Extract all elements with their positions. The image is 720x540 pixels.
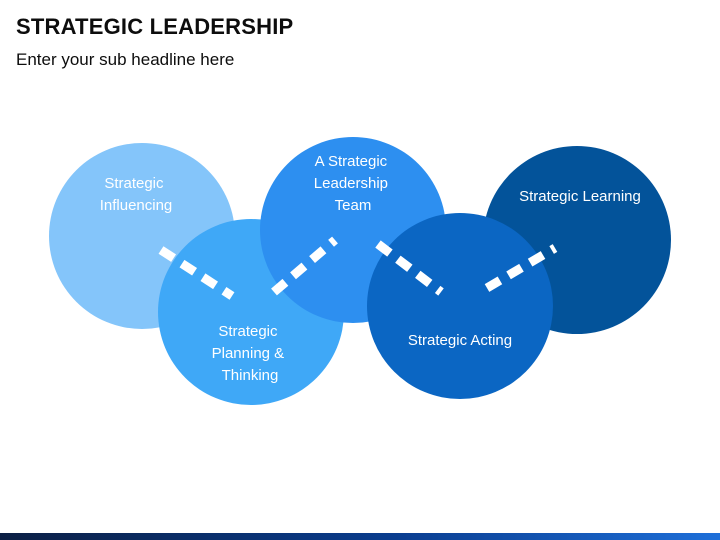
- dash-connector: [158, 246, 235, 300]
- circle-strategic-acting: [367, 213, 553, 399]
- dashed-connectors: [158, 236, 558, 300]
- label-line: Influencing: [100, 197, 173, 214]
- label-leadership-team: A Strategic Leadership Team: [314, 153, 392, 214]
- label-strategic-learning: Strategic Learning: [519, 188, 641, 205]
- label-line: Thinking: [222, 367, 279, 384]
- label-line: Strategic Acting: [408, 332, 512, 349]
- label-line: Strategic: [104, 175, 164, 192]
- label-strategic-acting: Strategic Acting: [408, 332, 512, 349]
- label-line: Strategic Learning: [519, 188, 641, 205]
- label-line: Strategic: [218, 323, 278, 340]
- label-line: Team: [335, 197, 372, 214]
- slide-subtitle: Enter your sub headline here: [16, 50, 235, 69]
- label-line: A Strategic: [315, 153, 388, 170]
- label-strategic-influencing: Strategic Influencing: [100, 175, 173, 214]
- bottom-accent-bar: [0, 533, 720, 540]
- label-line: Leadership: [314, 175, 388, 192]
- slide-title: STRATEGIC LEADERSHIP: [16, 14, 294, 39]
- dash-connector: [375, 240, 444, 296]
- label-line: Planning &: [212, 345, 285, 362]
- dash-connector: [271, 236, 338, 296]
- label-strategic-planning: Strategic Planning & Thinking: [212, 323, 289, 384]
- dash-connector: [484, 244, 558, 292]
